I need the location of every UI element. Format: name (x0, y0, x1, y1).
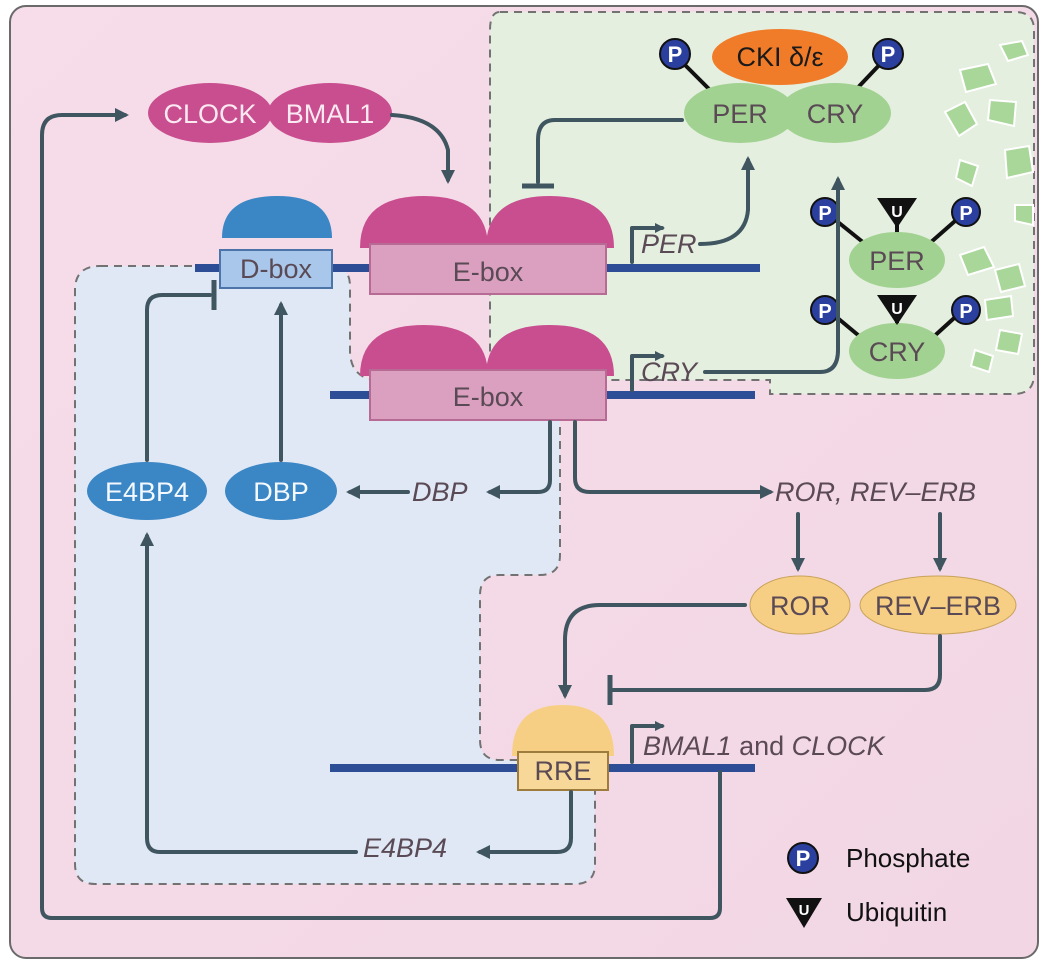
phosphate-mark-right: P (872, 38, 904, 70)
reverb-protein: REV–ERB (859, 575, 1017, 635)
phosphate-mark-cry-right: P (951, 295, 981, 325)
clock-label: CLOCK (163, 99, 256, 129)
regulation-edges (40, 108, 947, 920)
ror-protein-label: ROR (770, 591, 830, 621)
legend-phosphate-label: Phosphate (846, 843, 970, 873)
degradation-fragments (943, 39, 1035, 374)
cki-label: CKI δ/ε (736, 42, 823, 72)
legend-ubiquitin-label: Ubiquitin (846, 897, 947, 927)
e4bp4-protein: E4BP4 (87, 462, 207, 520)
phosphate-mark-per-right: P (951, 197, 981, 227)
svg-text:U: U (891, 301, 903, 318)
e4bp4-gene-label: E4BP4 (363, 833, 447, 863)
svg-text:P: P (818, 203, 831, 225)
legend-ubiquitin: U Ubiquitin (786, 897, 947, 928)
ubiquitin-mark-cry: U (877, 295, 917, 325)
svg-text:U: U (799, 902, 810, 919)
per-cry-complex: CKI δ/ε PER CRY P P (659, 29, 904, 143)
bmal1-clock-gene-label: BMAL1 and CLOCK (643, 731, 886, 761)
svg-text:U: U (891, 204, 903, 221)
ebox-1: E-box (360, 196, 614, 295)
rre-label: RRE (534, 756, 591, 786)
phosphate-mark-left: P (659, 38, 691, 70)
clock-bmal1-complex: CLOCK BMAL1 (148, 83, 392, 143)
legend: P Phosphate U Ubiquitin (786, 842, 970, 928)
ebox-2-label: E-box (453, 382, 524, 412)
per-protein-2-label: PER (869, 246, 925, 276)
bmal1-label: BMAL1 (286, 99, 375, 129)
dbox-label: D-box (240, 254, 313, 284)
dbp-protein-label: DBP (253, 477, 309, 507)
legend-phosphate: P Phosphate (787, 842, 970, 874)
cry-protein-label: CRY (807, 99, 864, 129)
dbp-gene-label: DBP (412, 477, 468, 507)
reverb-protein-label: REV–ERB (875, 591, 1001, 621)
e4bp4-protein-label: E4BP4 (105, 477, 189, 507)
per-cry-ubiquitinated: PER CRY U U P P P P (810, 197, 981, 379)
ebox-2: E-box (360, 325, 614, 421)
svg-text:P: P (668, 42, 683, 67)
svg-text:P: P (881, 42, 896, 67)
cry-gene-label: CRY (641, 357, 699, 387)
dbox-element: D-box (219, 196, 333, 289)
svg-text:P: P (796, 846, 811, 871)
ror-reverb-gene-label: ROR, REV–ERB (775, 477, 976, 507)
rre-element: RRE (512, 705, 614, 791)
per-gene-label: PER (641, 229, 697, 259)
ubiquitin-mark-per: U (877, 198, 917, 228)
cry-protein-2-label: CRY (869, 337, 926, 367)
svg-text:P: P (959, 301, 972, 323)
svg-text:P: P (818, 301, 831, 323)
svg-text:P: P (959, 203, 972, 225)
ebox-1-label: E-box (453, 257, 524, 287)
dbp-protein: DBP (225, 462, 337, 520)
per-protein-label: PER (712, 99, 768, 129)
phosphate-mark-per-left: P (810, 197, 840, 227)
ror-protein: ROR (749, 575, 851, 635)
tss-arrows (630, 223, 665, 764)
phosphate-mark-cry-left: P (810, 295, 840, 325)
